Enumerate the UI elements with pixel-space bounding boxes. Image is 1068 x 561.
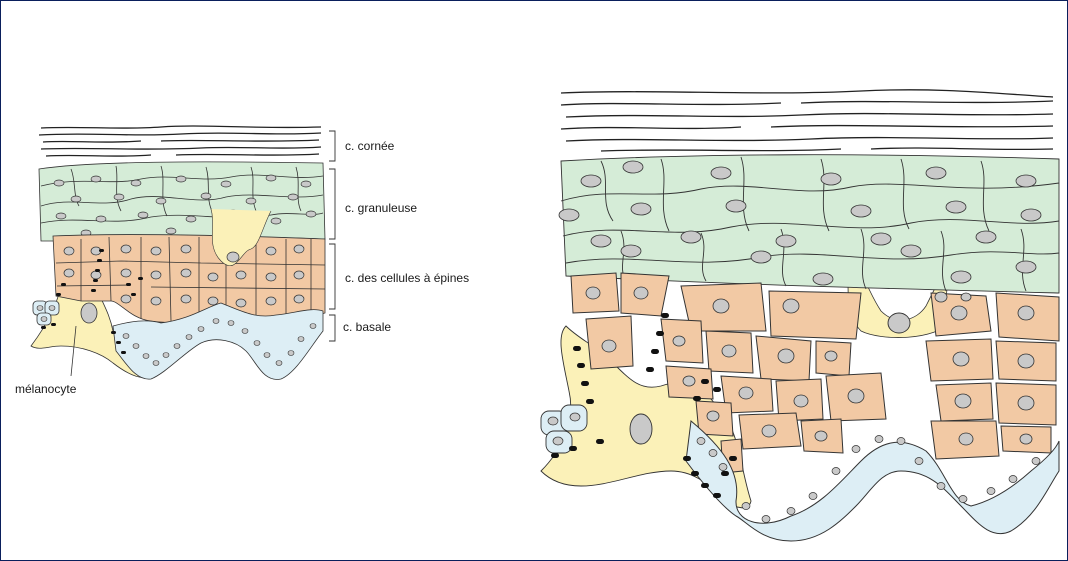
label-granuleuse: c. granuleuse	[345, 201, 417, 215]
small-corneum-layer	[39, 126, 321, 156]
large-epidermis	[541, 90, 1059, 541]
small-epidermis: c. cornée c. granuleuse c. des cellules …	[15, 126, 469, 396]
label-melanocyte: mélanocyte	[15, 382, 77, 396]
label-basale: c. basale	[343, 320, 391, 334]
label-cornee: c. cornée	[345, 139, 395, 153]
large-corneum-layer	[561, 90, 1053, 151]
layer-brackets	[329, 131, 335, 341]
large-melanocyte-nucleus	[630, 414, 652, 444]
small-granular-layer	[39, 162, 325, 241]
label-epines: c. des cellules à épines	[345, 271, 469, 285]
large-granular-layer	[561, 155, 1059, 293]
small-melanocyte-nucleus	[81, 303, 97, 323]
